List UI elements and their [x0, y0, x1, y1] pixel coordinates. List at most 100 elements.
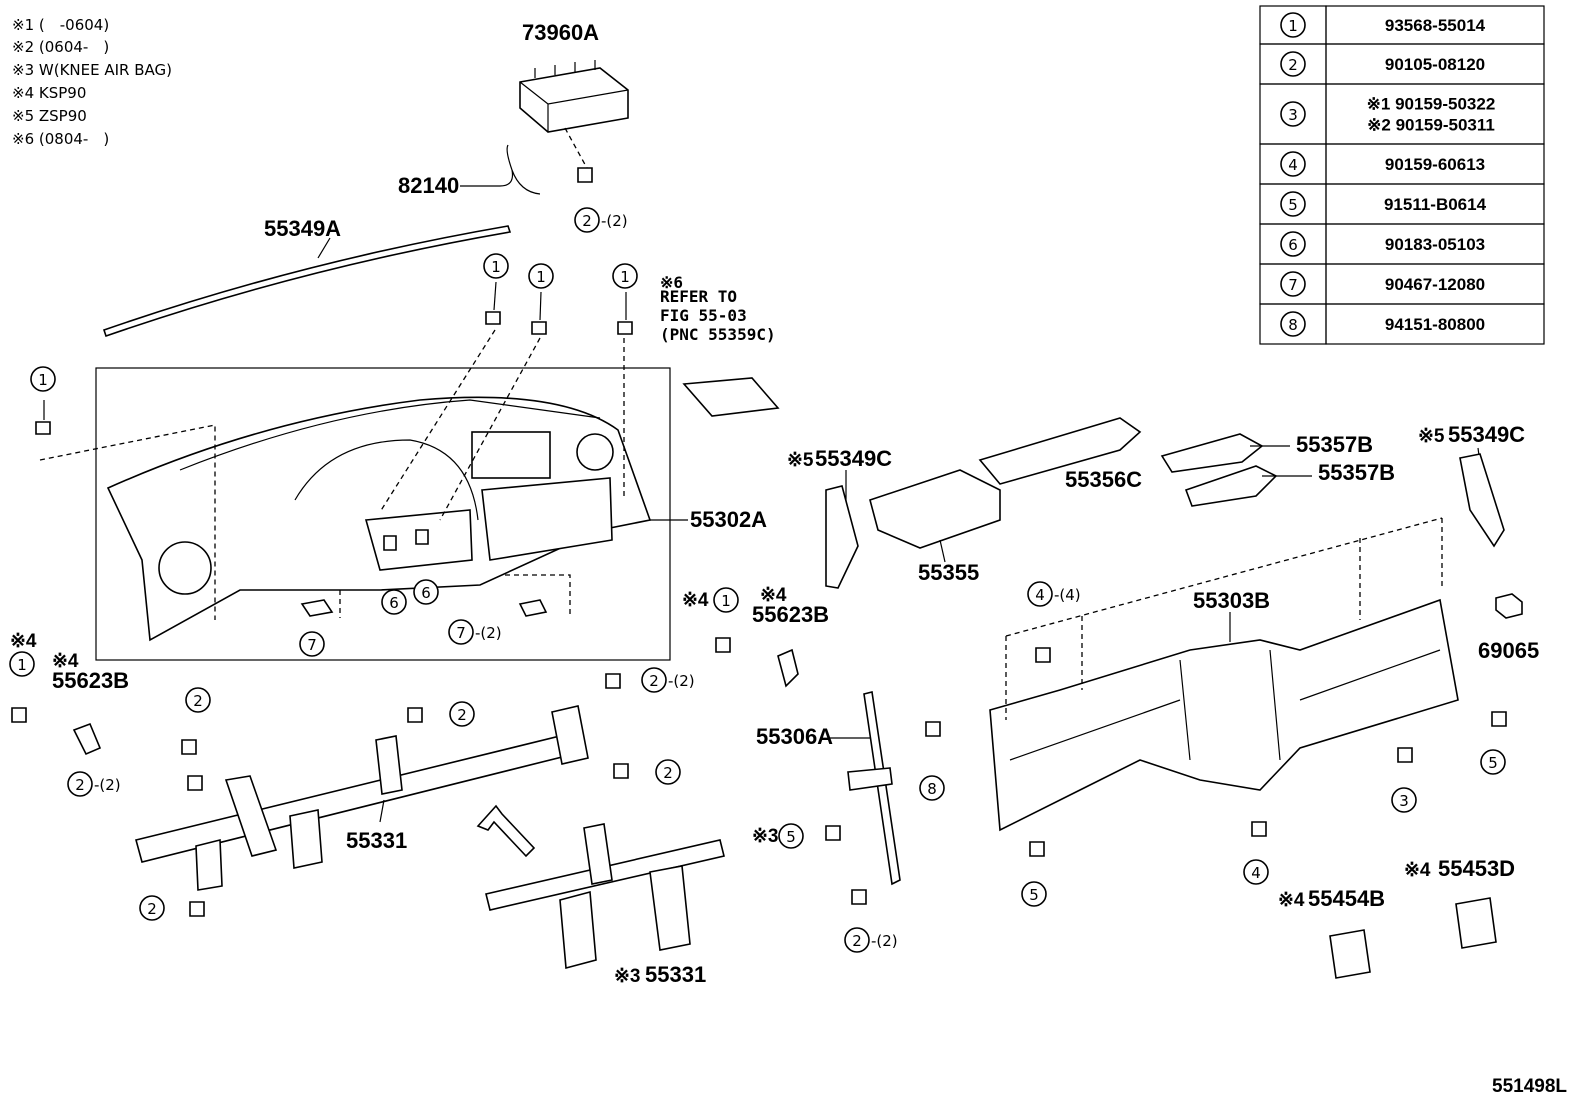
- lower-beam-assembly: ※3 55331: [485, 823, 725, 987]
- label-55331-lower: 55331: [645, 962, 706, 987]
- svg-text:1: 1: [491, 258, 501, 276]
- label-55349C-left: 55349C: [815, 446, 892, 471]
- screw-group-1: [35, 281, 633, 435]
- svg-text:2: 2: [663, 764, 673, 782]
- label-55331: 55331: [346, 828, 407, 853]
- table-ref-circle: [1280, 191, 1306, 217]
- brace-shape: [863, 691, 901, 886]
- svg-text:4: 4: [1035, 586, 1045, 604]
- table-part-number: 90105-08120: [1385, 55, 1485, 74]
- table-part-number: 93568-55014: [1385, 16, 1486, 35]
- svg-text:1: 1: [17, 656, 27, 674]
- clip-7-right: [518, 599, 548, 617]
- label-55302A: 55302A: [690, 507, 767, 532]
- label-55303B: 55303B: [1193, 588, 1270, 613]
- svg-text:FIG 55-03: FIG 55-03: [660, 306, 747, 325]
- svg-text:-(2): -(2): [871, 932, 898, 950]
- cover-55454B-shape: [1329, 929, 1371, 979]
- svg-text:※3: ※3: [752, 826, 779, 847]
- bolt-icon: [577, 167, 593, 183]
- upper-frame-assembly: 55303B 4 -(4) 69065: [989, 517, 1539, 832]
- svg-text:1: 1: [620, 268, 630, 286]
- svg-text:7: 7: [307, 636, 317, 654]
- label-55355: 55355: [918, 560, 979, 585]
- table-ref-number: 1: [1288, 17, 1298, 35]
- table-ref-circle: [1280, 271, 1306, 297]
- note-3: ※3 W(KNEE AIR BAG): [12, 61, 172, 79]
- svg-text:1: 1: [536, 268, 546, 286]
- cross-beam-assembly: 55331 2 2 -(2) 2 2 2 -(2) 2: [67, 667, 695, 921]
- svg-text:2: 2: [457, 706, 467, 724]
- label-73960A: 73960A: [522, 20, 599, 45]
- svg-text:2: 2: [582, 212, 592, 230]
- table-part-number: ※2 90159-50311: [1367, 116, 1495, 135]
- duct-55355-shape: [869, 469, 1001, 549]
- panel-frame-box: [95, 367, 671, 661]
- svg-text:2: 2: [193, 692, 203, 710]
- svg-text:5: 5: [786, 828, 796, 846]
- side-cover-right-shape: [1459, 453, 1505, 548]
- svg-text:1: 1: [721, 592, 731, 610]
- table-ref-circle: [1280, 51, 1306, 77]
- duct-55357B-lower: [1184, 465, 1278, 507]
- table-ref-circle: [1280, 151, 1306, 177]
- note-1: ※1 ( -0604): [12, 16, 109, 34]
- note-4: ※4 KSP90: [12, 84, 86, 102]
- side-cover-left-shape: [825, 485, 859, 589]
- note-6: ※6 (0804- ): [12, 130, 109, 148]
- silencer-pad-shape: [682, 377, 780, 417]
- duct-55357B-upper: [1160, 433, 1264, 473]
- table-part-cell: [1325, 303, 1545, 345]
- bracket-left: ※4 1 ※4 55623B: [9, 631, 129, 756]
- strip-shape: [102, 225, 512, 338]
- svg-text:※4: ※4: [682, 590, 709, 611]
- svg-text:2: 2: [75, 776, 85, 794]
- svg-text:2: 2: [649, 672, 659, 690]
- table-ref-number: 2: [1288, 56, 1298, 74]
- svg-text:-(2): -(2): [668, 672, 695, 690]
- table-part-number: 94151-80800: [1385, 315, 1485, 334]
- svg-text:※5: ※5: [1418, 426, 1445, 447]
- label-55623B-left: 55623B: [52, 668, 129, 693]
- panel-callouts: 1 1 1 1 6 6 7 7 -(2): [30, 253, 638, 657]
- svg-text:-(2): -(2): [601, 212, 628, 230]
- svg-text:※4: ※4: [10, 631, 37, 652]
- glovebox-shape: [481, 477, 613, 561]
- bracket-mid-shape: [777, 648, 799, 688]
- table-ref-number: 8: [1288, 316, 1298, 334]
- cover-55453D-shape: [1455, 897, 1497, 949]
- label-55453D: 55453D: [1438, 856, 1515, 881]
- table-part-number: ※1 90159-50322: [1367, 95, 1496, 114]
- duct-55356C-shape: [978, 417, 1142, 485]
- svg-text:6: 6: [421, 584, 431, 602]
- label-55357B-2: 55357B: [1318, 460, 1395, 485]
- svg-text:※4: ※4: [1404, 860, 1431, 881]
- defroster-strip: 55349A: [102, 216, 512, 338]
- switch-shape: [1495, 593, 1523, 619]
- bracket-mid: ※4 1 ※4 55623B: [682, 585, 829, 688]
- label-55357B-1: 55357B: [1296, 432, 1373, 457]
- label-55306A: 55306A: [756, 724, 833, 749]
- label-55349A: 55349A: [264, 216, 341, 241]
- note-2: ※2 (0604- ): [12, 38, 109, 56]
- label-55349C-right: 55349C: [1448, 422, 1525, 447]
- figure-id: 551498L: [1492, 1076, 1567, 1097]
- table-part-number: 90183-05103: [1385, 235, 1485, 254]
- display-shape: [471, 431, 551, 479]
- svg-text:※4: ※4: [760, 585, 787, 606]
- bracket-left-shape: [72, 722, 102, 756]
- legend-notes: ※1 ( -0604) ※2 (0604- ) ※3 W(KNEE AIR BA…: [12, 16, 172, 148]
- table-ref-circle: [1280, 231, 1306, 257]
- note-5: ※5 ZSP90: [12, 107, 87, 125]
- svg-text:3: 3: [1399, 792, 1409, 810]
- label-82140: 82140: [398, 173, 459, 198]
- clip-7-left: [300, 599, 334, 617]
- table-ref-circle: [1280, 12, 1306, 38]
- svg-text:-(4): -(4): [1054, 586, 1081, 604]
- label-55356C: 55356C: [1065, 467, 1142, 492]
- svg-text:-(2): -(2): [94, 776, 121, 794]
- instrument-panel-assembly: 55302A: [39, 329, 767, 661]
- table-ref-circle: [1280, 101, 1306, 127]
